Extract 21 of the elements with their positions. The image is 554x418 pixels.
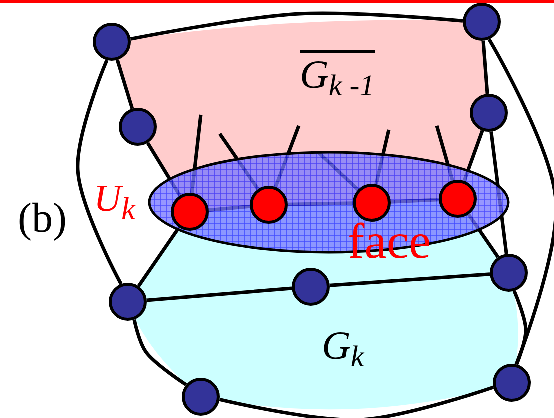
panel-label: (b) — [18, 198, 67, 240]
graph-edge — [132, 320, 188, 386]
graph-vertex — [470, 94, 508, 132]
graph-label: G$_{k -1}$ — [300, 50, 375, 102]
graph-vertex — [493, 364, 531, 402]
graph-edge — [488, 38, 554, 366]
graph-vertex — [93, 23, 131, 61]
graph-edge — [76, 60, 123, 286]
set-label: U$_{k}$ — [94, 180, 136, 226]
graph-vertex — [109, 283, 147, 321]
graph-edge — [482, 40, 490, 94]
graph-vertex — [490, 254, 528, 292]
graph-vertex — [463, 3, 501, 41]
graph-edge — [330, 272, 490, 288]
graph-vertex — [119, 108, 157, 146]
graph-vertex — [182, 378, 220, 416]
graph-label: G$_{k}$ — [322, 326, 364, 372]
graph-edge — [116, 60, 134, 110]
graph-edge — [130, 12, 464, 41]
graph-edge — [146, 286, 292, 302]
graph-edge — [219, 386, 494, 418]
